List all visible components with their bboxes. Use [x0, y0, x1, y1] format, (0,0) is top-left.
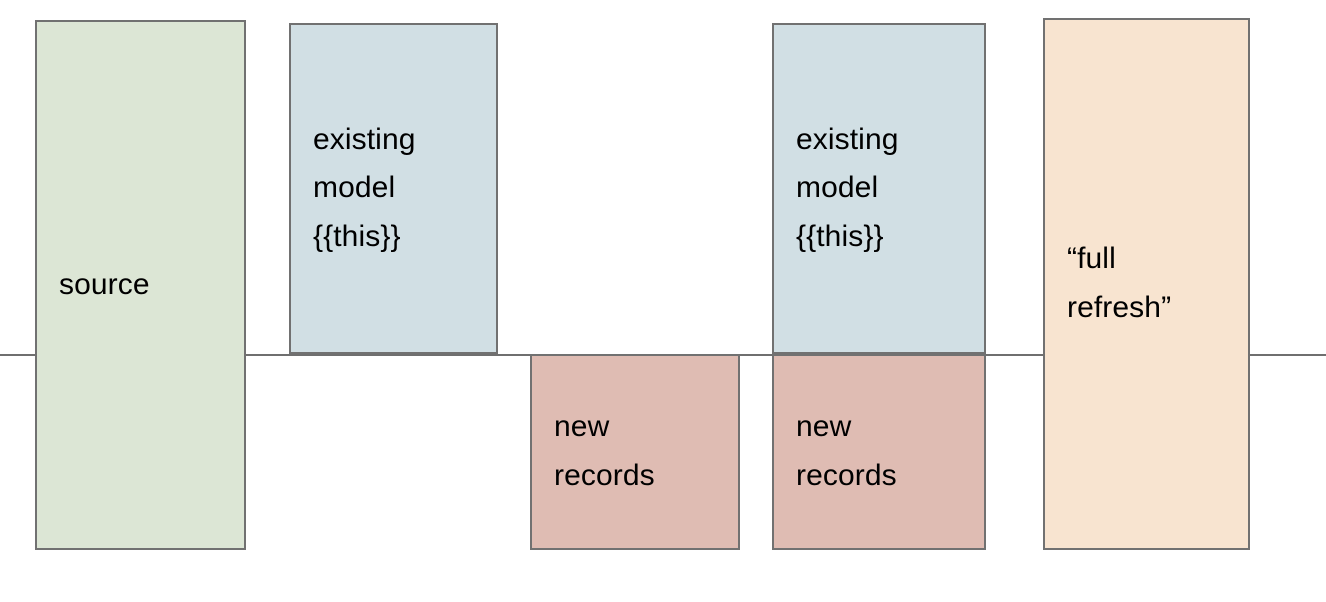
- box-full-refresh-label: “full refresh”: [1067, 242, 1172, 324]
- box-new-records-2[interactable]: new records: [772, 354, 986, 550]
- box-existing-model-1[interactable]: existing model {{this}}: [289, 23, 498, 354]
- box-source[interactable]: source: [35, 20, 246, 550]
- box-source-label: source: [59, 267, 150, 301]
- box-new-records-1[interactable]: new records: [530, 354, 740, 550]
- box-full-refresh[interactable]: “full refresh”: [1043, 18, 1250, 550]
- box-new-records-2-label: new records: [796, 410, 897, 492]
- box-new-records-1-label: new records: [554, 410, 655, 492]
- box-existing-model-2-label: existing model {{this}}: [796, 122, 899, 253]
- box-existing-model-2[interactable]: existing model {{this}}: [772, 23, 986, 354]
- box-existing-model-1-label: existing model {{this}}: [313, 122, 416, 253]
